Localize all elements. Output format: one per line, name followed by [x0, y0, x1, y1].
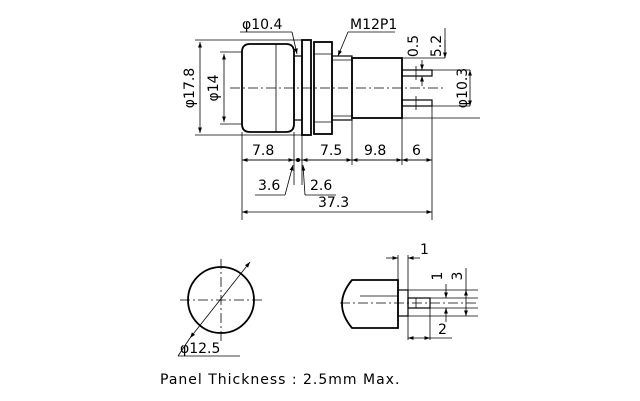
terminal-lower	[401, 99, 433, 107]
dim-housing-len: 9.8	[364, 143, 386, 159]
dim-right-gap-arrow	[301, 164, 306, 196]
switch-side-profile	[195, 39, 480, 220]
dim-right-gap: 2.6	[310, 178, 332, 194]
detail-head	[341, 279, 399, 329]
switch-housing	[351, 57, 403, 119]
dim-terminal-len: 6	[412, 143, 421, 159]
dim-body-dia: φ14	[206, 74, 222, 101]
button-head	[241, 43, 295, 133]
dim-left-gap-arrow	[284, 164, 294, 196]
dim-total-len: 37.3	[318, 195, 349, 211]
dim-thread: M12P1	[350, 17, 397, 33]
dim-head-dia-arrow	[291, 31, 298, 55]
mounting-flange	[301, 39, 312, 136]
dim-left-gap: 3.6	[258, 178, 280, 194]
dim-terminal-span: 5.2	[429, 35, 445, 57]
dim-thread-arrow	[337, 31, 349, 57]
dim-flange-dia: φ17.8	[182, 68, 198, 108]
terminal-detail	[340, 255, 478, 340]
panel-thickness-note: Panel Thickness : 2.5mm Max.	[160, 372, 400, 388]
panel-hole-dia-leader	[177, 337, 191, 357]
detail-dim-gap: 1	[420, 242, 429, 258]
terminal-upper	[401, 69, 433, 77]
detail-dim-tab-small: 1	[430, 272, 446, 281]
panel-hole-dia-arrow	[189, 261, 251, 339]
detail-dim-tab-width: 3	[450, 272, 466, 281]
dim-head-len: 7.8	[252, 143, 274, 159]
panel-cutout: φ12.5	[177, 259, 262, 357]
panel-hole-dia: φ12.5	[180, 341, 220, 357]
detail-dim-tab-len: 2	[438, 322, 447, 338]
dim-terminal-dia: φ10.3	[455, 68, 471, 108]
dim-head-dia: φ10.4	[242, 17, 283, 33]
dim-thread-len: 7.5	[320, 143, 342, 159]
dim-terminal-thickness: 0.5	[406, 35, 422, 57]
dim-datum-dot	[296, 158, 300, 162]
